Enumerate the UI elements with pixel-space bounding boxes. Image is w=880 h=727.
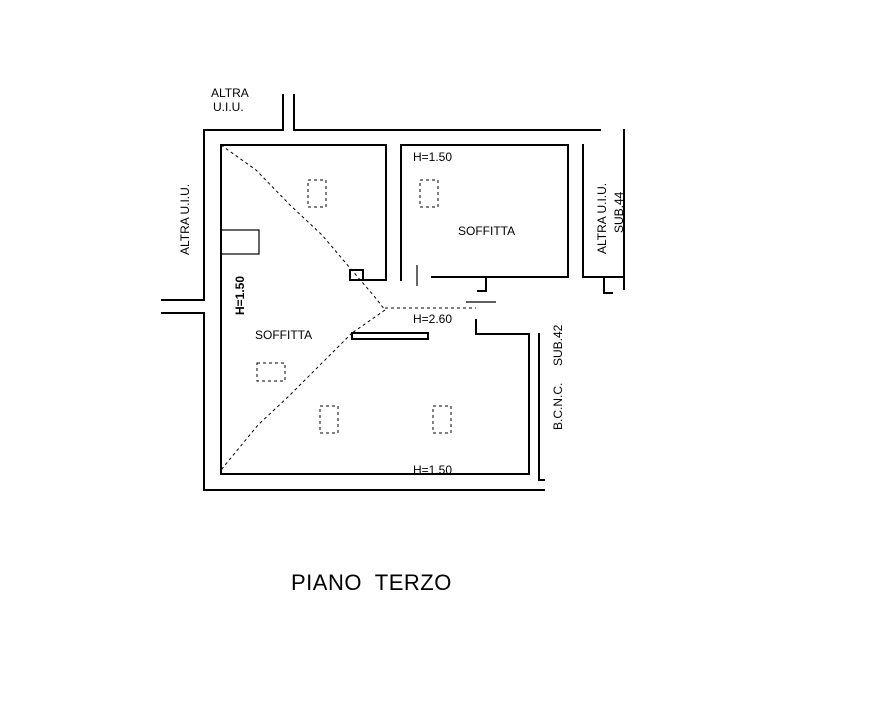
outer-walls bbox=[161, 94, 625, 491]
central-beam bbox=[351, 332, 429, 340]
skylight bbox=[319, 405, 339, 434]
height-center: H=2.60 bbox=[413, 312, 452, 326]
skylight bbox=[432, 405, 452, 434]
altra-uiu-right-line2: SUB.44 bbox=[612, 191, 626, 233]
skylight bbox=[419, 179, 439, 208]
skylight bbox=[256, 362, 286, 382]
sub42-label: SUB.42 bbox=[551, 324, 565, 366]
altra-uiu-left: ALTRA U.I.U. bbox=[178, 184, 192, 255]
skylight bbox=[307, 179, 327, 208]
inner-walls bbox=[220, 144, 625, 481]
height-bottom: H=1.50 bbox=[413, 463, 452, 477]
chimney-box bbox=[220, 229, 260, 255]
height-left: H=1.50 bbox=[233, 276, 247, 315]
page-title: PIANO TERZO bbox=[291, 570, 452, 595]
altra-uiu-top-line1: ALTRA bbox=[211, 86, 249, 100]
altra-uiu-top-line2: U.I.U. bbox=[213, 100, 244, 114]
bcnc-label: B.C.N.C. bbox=[551, 383, 565, 430]
height-top: H=1.50 bbox=[413, 150, 452, 164]
roof-lines bbox=[220, 144, 476, 471]
room-soffitta-right: SOFFITTA bbox=[458, 224, 515, 238]
skylights bbox=[256, 179, 452, 434]
altra-uiu-right-line1: ALTRA U.I.U. bbox=[595, 183, 609, 254]
room-soffitta-left: SOFFITTA bbox=[255, 328, 312, 342]
